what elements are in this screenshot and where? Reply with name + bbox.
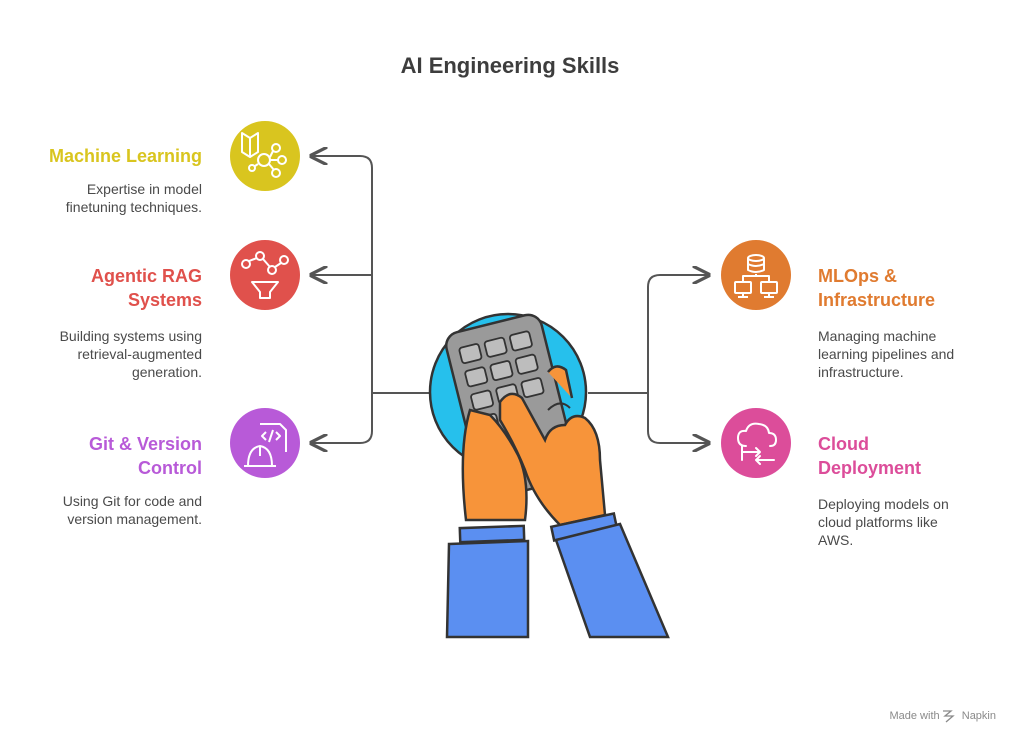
database-computers-icon bbox=[721, 240, 791, 310]
network-funnel-icon bbox=[230, 240, 300, 310]
skill-label-line: Deployment bbox=[818, 458, 922, 478]
footer-brand: Napkin bbox=[961, 710, 996, 722]
skill-desc-line: Expertise in model bbox=[86, 181, 202, 197]
skill-desc-line: infrastructure. bbox=[818, 364, 904, 380]
page-title: AI Engineering Skills bbox=[400, 53, 620, 78]
skill-desc-line: finetuning techniques. bbox=[65, 199, 202, 215]
skill-label-line: MLOps & bbox=[818, 266, 897, 286]
skill-label-mlops-infrastructure: MLOps & Infrastructure bbox=[818, 264, 935, 312]
skill-label-line: Control bbox=[138, 458, 202, 478]
skill-desc-machine-learning: Expertise in model finetuning techniques… bbox=[66, 180, 202, 216]
book-network-icon bbox=[230, 121, 300, 191]
footer-credit[interactable]: Made with Napkin bbox=[889, 710, 996, 722]
code-file-hardhat-icon bbox=[230, 408, 300, 478]
skill-label-line: Systems bbox=[127, 290, 202, 310]
skill-desc-mlops-infrastructure: Managing machine learning pipelines and … bbox=[818, 327, 954, 381]
hand-calculator-illustration bbox=[428, 312, 670, 639]
skill-label-machine-learning: Machine Learning bbox=[49, 144, 202, 168]
napkin-logo-icon bbox=[943, 710, 955, 723]
skill-desc-line: AWS. bbox=[818, 532, 854, 548]
skill-label-line: Cloud bbox=[818, 434, 869, 454]
skill-label-agentic-rag: Agentic RAG Systems bbox=[91, 264, 202, 312]
skill-label-git-version-control: Git & Version Control bbox=[89, 432, 202, 480]
skill-desc-git-version-control: Using Git for code and version managemen… bbox=[63, 492, 202, 528]
skill-desc-line: Using Git for code and bbox=[62, 493, 202, 509]
skill-label-line: Machine Learning bbox=[48, 146, 202, 166]
skill-desc-line: cloud platforms like bbox=[818, 514, 938, 530]
skill-desc-line: Building systems using bbox=[59, 328, 202, 344]
skill-desc-line: generation. bbox=[131, 364, 202, 380]
skill-desc-cloud-deployment: Deploying models on cloud platforms like… bbox=[818, 495, 949, 549]
skill-desc-line: version management. bbox=[67, 511, 202, 527]
skill-desc-line: learning pipelines and bbox=[818, 346, 955, 362]
skill-label-line: Agentic RAG bbox=[90, 266, 202, 286]
cloud-sync-icon bbox=[721, 408, 791, 478]
skill-desc-agentic-rag: Building systems using retrieval-augment… bbox=[60, 327, 202, 381]
skill-desc-line: Deploying models on bbox=[818, 496, 949, 512]
footer-made-with: Made with bbox=[889, 710, 940, 722]
connectors-left bbox=[313, 156, 433, 443]
skill-label-line: Infrastructure bbox=[818, 290, 936, 310]
skill-label-line: Git & Version bbox=[88, 434, 202, 454]
skill-desc-line: Managing machine bbox=[818, 328, 937, 344]
skill-desc-line: retrieval-augmented bbox=[77, 346, 202, 362]
connectors-right bbox=[588, 275, 707, 443]
skill-label-cloud-deployment: Cloud Deployment bbox=[818, 432, 921, 480]
